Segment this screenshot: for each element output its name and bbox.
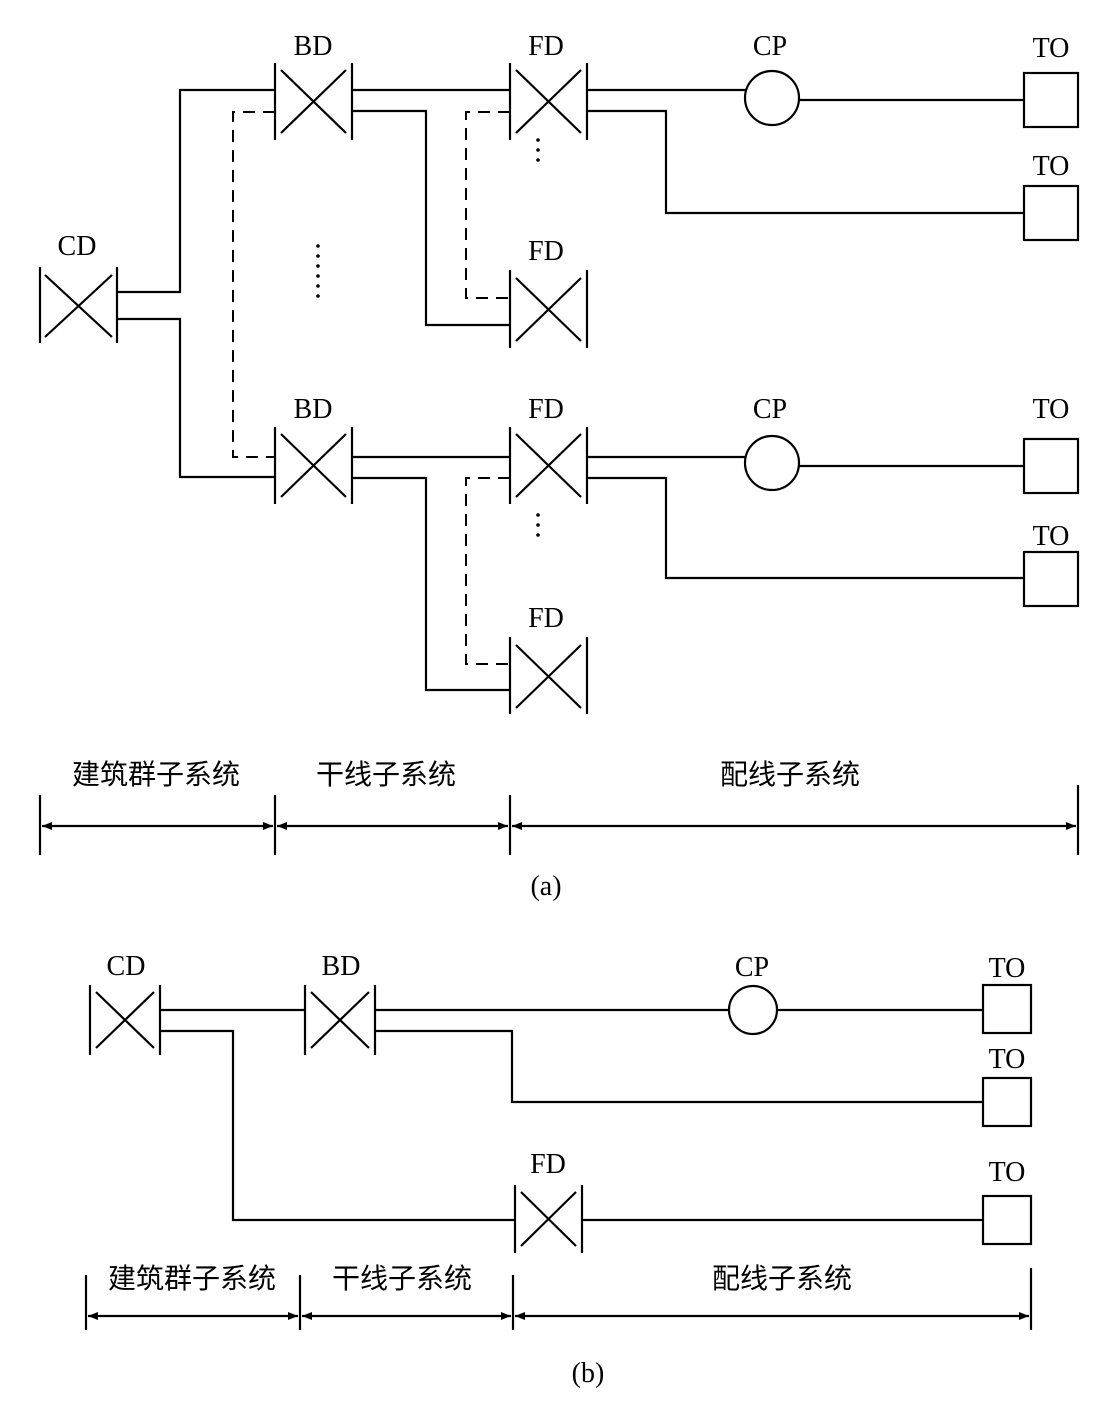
consolidation-point-b: CP [727,952,779,1036]
cp-label: CP [753,31,787,62]
horizontal-subsystem-label: 配线子系统 [712,1262,852,1295]
telecom-outlet-2-a: TO [1022,151,1080,242]
distributor-fd-1-a: FD [508,31,589,140]
telecom-outlet-4-a: TO [1022,521,1080,608]
distributor-fd-3-a: FD [508,394,589,504]
campus-subsystem-label: 建筑群子系统 [72,758,240,791]
diagram-a: CD BD BD FD [38,31,1080,902]
fd-label: FD [530,1149,566,1180]
horizontal-subsystem-label: 配线子系统 [720,758,860,791]
bd-label: BD [294,394,333,425]
telecom-outlet-3-a: TO [1022,394,1080,495]
to-label: TO [1033,151,1070,182]
backbone-subsystem-label: 干线子系统 [316,758,456,791]
distributor-bd-upper-a: BD [273,31,354,140]
cd-label: CD [58,231,97,262]
caption-b: (b) [572,1358,605,1389]
campus-subsystem-label: 建筑群子系统 [108,1262,276,1295]
to-label: TO [989,953,1026,984]
fd-label: FD [528,236,564,267]
consolidation-point-lower-a: CP [743,394,801,492]
to-label: TO [1033,33,1070,64]
subsystem-scale-b: 建筑群子系统 干线子系统 配线子系统 [84,1262,1033,1330]
to-label: TO [989,1157,1026,1188]
distributor-cd-b: CD [88,951,162,1055]
to-label: TO [1033,521,1070,552]
distributor-fd-b: FD [513,1149,584,1253]
fd-label: FD [528,394,564,425]
diagram-b: CD BD FD CP [84,951,1033,1389]
telecom-outlet-2-b: TO [981,1044,1033,1128]
fd-label: FD [528,31,564,62]
bd-label: BD [294,31,333,62]
telecom-outlet-1-a: TO [1022,33,1080,129]
consolidation-point-upper-a: CP [743,31,801,127]
cp-label: CP [735,952,769,983]
bd-label: BD [322,951,361,982]
cp-label: CP [753,394,787,425]
cd-label: CD [107,951,146,982]
dashed-links-a [232,111,510,665]
backbone-subsystem-label: 干线子系统 [332,1262,472,1295]
distributor-bd-b: BD [303,951,377,1055]
telecom-outlet-3-b: TO [981,1157,1033,1246]
fd-label: FD [528,603,564,634]
distributor-fd-4-a: FD [508,603,589,714]
cables-b [160,1008,983,1222]
distributor-bd-lower-a: BD [273,394,354,504]
distributor-cd-a: CD [38,231,119,343]
subsystem-scale-a: 建筑群子系统 干线子系统 配线子系统 [38,758,1080,855]
to-label: TO [1033,394,1070,425]
cables-a [117,88,1024,692]
to-label: TO [989,1044,1026,1075]
distributor-fd-2-a: FD [508,236,589,348]
ellipsis-a [316,138,540,537]
telecom-outlet-1-b: TO [981,953,1033,1035]
caption-a: (a) [530,871,561,902]
